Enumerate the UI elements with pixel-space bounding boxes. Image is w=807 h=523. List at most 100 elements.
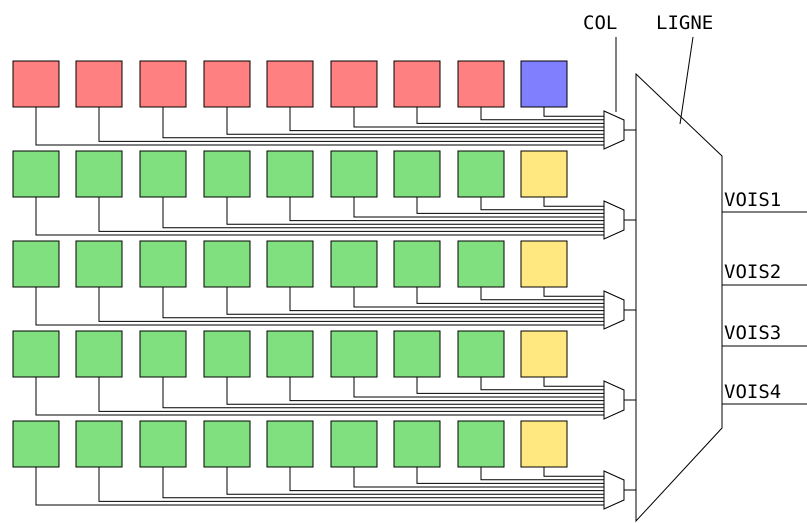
cell-green-r5c7: [393, 420, 441, 468]
vois2-label: VOIS2: [724, 261, 781, 283]
wire-row3-col7: [416, 287, 604, 304]
cell-green-r4c5: [266, 330, 314, 378]
wire-row1-col6: [353, 107, 604, 128]
cell-green-r5c6: [330, 420, 378, 468]
cell-green-r2c3: [139, 150, 187, 198]
vois-output-1: VOIS1: [722, 189, 807, 213]
wire-row2-col8: [480, 197, 604, 211]
cell-green-r2c4: [203, 150, 251, 198]
wire-row4-col9: [543, 377, 604, 387]
wire-row1-col4: [226, 107, 604, 135]
wire-row1-col9: [543, 107, 604, 117]
wire-row3-col4: [226, 287, 604, 315]
cell-green-r3c6: [330, 240, 378, 288]
wire-row5-col5: [289, 467, 604, 492]
wire-row2-col5: [289, 197, 604, 222]
wire-row3-col1: [35, 287, 604, 326]
wire-row1-col8: [480, 107, 604, 121]
cell-green-r2c8: [457, 150, 505, 198]
vois4-label: VOIS4: [724, 381, 781, 403]
cell-green-r5c5: [266, 420, 314, 468]
cell-red-r1c1: [12, 60, 60, 108]
cell-green-r3c1: [12, 240, 60, 288]
cell-green-r4c7: [393, 330, 441, 378]
wire-row4-col4: [226, 377, 604, 405]
wire-row2-col9: [543, 197, 604, 207]
wire-row3-col3: [162, 287, 604, 319]
wire-row4-col6: [353, 377, 604, 398]
wire-row3-col5: [289, 287, 604, 312]
wire-row2-col3: [162, 197, 604, 229]
wire-row3-col6: [353, 287, 604, 308]
cell-green-r2c1: [12, 150, 60, 198]
cell-yellow-r2c9: [520, 150, 568, 198]
wire-row2-col6: [353, 197, 604, 218]
wire-row2-col7: [416, 197, 604, 214]
wire-row1-col2: [98, 107, 604, 142]
wire-row2-col2: [98, 197, 604, 232]
ligne-label: LIGNE: [656, 12, 713, 34]
cell-yellow-r3c9: [520, 240, 568, 288]
cell-green-r3c4: [203, 240, 251, 288]
wire-row5-col7: [416, 467, 604, 484]
wire-row4-col2: [98, 377, 604, 412]
row-mux-4: [603, 380, 625, 420]
cell-yellow-r4c9: [520, 330, 568, 378]
ligne-control-line: [679, 36, 694, 125]
cell-green-r5c3: [139, 420, 187, 468]
cell-red-r1c6: [330, 60, 378, 108]
wire-row2-col1: [35, 197, 604, 236]
row-mux-5: [603, 470, 625, 510]
cell-red-r1c2: [75, 60, 123, 108]
cell-green-r3c5: [266, 240, 314, 288]
wire-row4-col3: [162, 377, 604, 409]
wire-row2-col4: [226, 197, 604, 225]
vois-output-4: VOIS4: [722, 381, 807, 405]
wire-row5-col9: [543, 467, 604, 477]
wire-row1-col7: [416, 107, 604, 124]
wire-row4-col8: [480, 377, 604, 391]
cell-green-r3c7: [393, 240, 441, 288]
cell-green-r2c6: [330, 150, 378, 198]
vois-output-2: VOIS2: [722, 261, 807, 286]
cell-green-r2c5: [266, 150, 314, 198]
wire-row1-col3: [162, 107, 604, 139]
cell-red-r1c8: [457, 60, 505, 108]
cell-red-r1c3: [139, 60, 187, 108]
cell-green-r4c8: [457, 330, 505, 378]
wire-row5-col3: [162, 467, 604, 499]
cell-green-r3c8: [457, 240, 505, 288]
wire-row4-col1: [35, 377, 604, 416]
wire-row5-col8: [480, 467, 604, 481]
cell-green-r4c4: [203, 330, 251, 378]
cell-red-r1c4: [203, 60, 251, 108]
wire-bundles: [35, 107, 604, 506]
cell-green-r5c4: [203, 420, 251, 468]
cell-green-r3c2: [75, 240, 123, 288]
cell-green-r2c7: [393, 150, 441, 198]
cell-green-r4c6: [330, 330, 378, 378]
cell-grid: [12, 60, 568, 468]
cell-green-r4c3: [139, 330, 187, 378]
wire-row5-col4: [226, 467, 604, 495]
wire-row1-col1: [35, 107, 604, 146]
cell-yellow-r5c9: [520, 420, 568, 468]
wire-row5-col6: [353, 467, 604, 488]
cell-red-r1c5: [266, 60, 314, 108]
row-mux-1: [603, 110, 625, 150]
col-label: COL: [583, 12, 617, 34]
wire-row5-col2: [98, 467, 604, 502]
cell-red-r1c7: [393, 60, 441, 108]
wire-row4-col5: [289, 377, 604, 402]
cell-green-r5c8: [457, 420, 505, 468]
row-mux-2: [603, 200, 625, 240]
cell-green-r5c2: [75, 420, 123, 468]
wire-row5-col1: [35, 467, 604, 506]
cell-green-r5c1: [12, 420, 60, 468]
wire-row3-col8: [480, 287, 604, 301]
vois1-label: VOIS1: [724, 189, 781, 211]
cell-blue-r1c9: [520, 60, 568, 108]
cell-green-r4c2: [75, 330, 123, 378]
main-multiplexer: [635, 72, 723, 523]
